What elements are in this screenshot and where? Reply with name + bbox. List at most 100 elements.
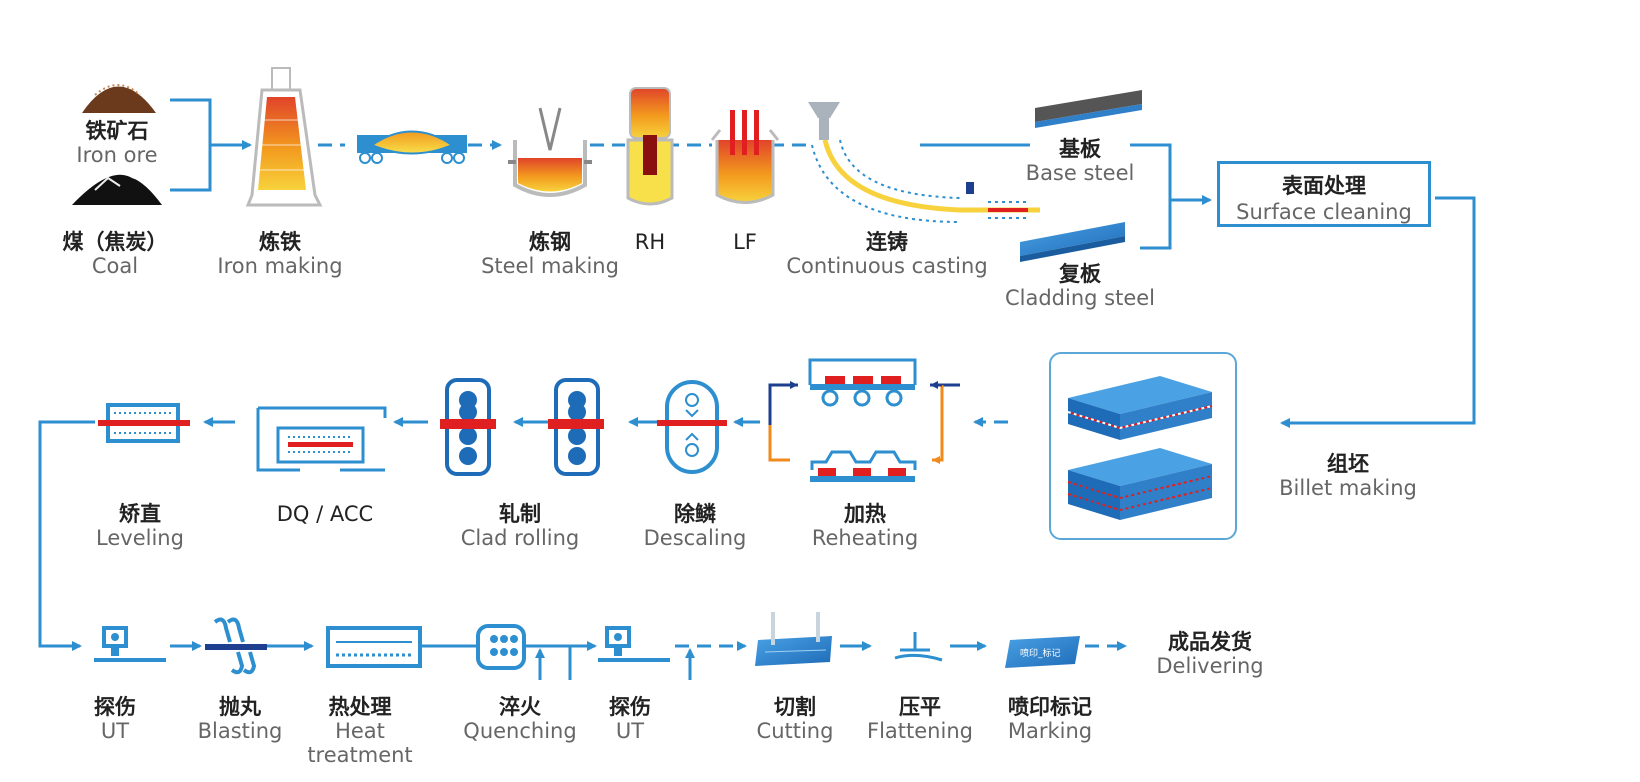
steel-making-cn: 炼钢 xyxy=(529,230,571,254)
blasting-en: Blasting xyxy=(197,719,283,744)
caster-icon xyxy=(808,102,1040,223)
blasting-icon xyxy=(205,617,267,675)
ore-pile-icon xyxy=(82,84,156,113)
billet-stack-icon xyxy=(1067,376,1213,520)
cutting-cn: 切割 xyxy=(774,695,816,719)
iron-ore-en: Iron ore xyxy=(76,143,158,168)
surface-cleaning-en: Surface cleaning xyxy=(1236,200,1412,224)
flattening-cn: 压平 xyxy=(899,695,941,719)
torpedo-car-icon xyxy=(357,130,467,164)
leveling-cn: 矫直 xyxy=(119,502,161,526)
dq-acc-text: DQ / ACC xyxy=(276,502,374,526)
delivering-en: Delivering xyxy=(1156,654,1264,679)
rh-vessel-icon xyxy=(626,87,674,206)
descaling-cn: 除鳞 xyxy=(674,502,716,526)
leveling-label: 矫直 Leveling xyxy=(70,502,210,550)
cladding-steel-en: Cladding steel xyxy=(1004,286,1156,311)
lf-text: LF xyxy=(733,230,757,254)
base-plate-icon xyxy=(1035,90,1142,128)
surface-cleaning-box: 表面处理 Surface cleaning xyxy=(1217,161,1431,227)
quenching-label: 淬火 Quenching xyxy=(445,695,595,743)
rolling-mill-icon xyxy=(440,378,604,476)
rh-label: RH xyxy=(620,230,680,254)
steel-making-en: Steel making xyxy=(481,254,619,279)
coal-en: Coal xyxy=(91,254,139,279)
iron-ore-cn: 铁矿石 xyxy=(85,119,149,143)
continuous-casting-label: 连铸 Continuous casting xyxy=(772,230,1002,278)
heat-treatment-en: Heat xyxy=(335,719,385,744)
surface-cleaning-cn: 表面处理 xyxy=(1282,174,1366,198)
lf-label: LF xyxy=(715,230,775,254)
billet-making-cn: 组坯 xyxy=(1327,452,1369,476)
marking-label: 喷印标记 Marking xyxy=(990,695,1110,743)
reheating-label: 加热 Reheating xyxy=(790,502,940,550)
leveling-en: Leveling xyxy=(96,526,184,551)
reheating-furnace-icon xyxy=(768,358,960,482)
iron-ore-label: 铁矿石 Iron ore xyxy=(62,119,172,167)
flattening-label: 压平 Flattening xyxy=(855,695,985,743)
steel-making-label: 炼钢 Steel making xyxy=(470,230,630,278)
continuous-casting-en: Continuous casting xyxy=(786,254,988,279)
marking-cn: 喷印标记 xyxy=(1008,695,1092,719)
quenching-en: Quenching xyxy=(463,719,577,744)
blast-furnace-icon xyxy=(245,67,323,207)
heat-treat-furnace-icon xyxy=(326,626,422,668)
lf-ladle-icon xyxy=(710,110,780,204)
coal-label: 煤（焦炭） Coal xyxy=(50,230,180,278)
flattening-icon xyxy=(894,632,943,662)
ut2-label: 探伤 UT xyxy=(590,695,670,743)
ut-probe-icon xyxy=(94,626,166,662)
quench-icon xyxy=(476,624,526,670)
descaler-icon xyxy=(657,380,727,474)
blasting-label: 抛丸 Blasting xyxy=(185,695,295,743)
flattening-en: Flattening xyxy=(867,719,973,744)
cutting-icon xyxy=(755,612,832,666)
continuous-casting-cn: 连铸 xyxy=(866,230,908,254)
clad-plate-icon xyxy=(1020,222,1125,262)
ut1-en: UT xyxy=(100,719,130,744)
quenching-cn: 淬火 xyxy=(499,695,541,719)
rh-text: RH xyxy=(634,230,666,254)
heat-treatment-en2: treatment xyxy=(307,743,413,768)
billet-making-label: 组坯 Billet making xyxy=(1268,452,1428,500)
ut-probe-icon-2 xyxy=(598,626,670,662)
cutting-en: Cutting xyxy=(756,719,834,744)
marking-en: Marking xyxy=(1007,719,1093,744)
coal-cn: 煤（焦炭） xyxy=(62,230,168,254)
leveler-icon xyxy=(98,403,190,443)
ut1-label: 探伤 UT xyxy=(75,695,155,743)
descaling-label: 除鳞 Descaling xyxy=(620,502,770,550)
marking-plate-icon: 喷印_标记 xyxy=(1005,636,1080,668)
reheating-cn: 加热 xyxy=(844,502,886,526)
dq-acc-label: DQ / ACC xyxy=(250,502,400,526)
billet-making-en: Billet making xyxy=(1279,476,1417,501)
iron-making-en: Iron making xyxy=(217,254,343,279)
clad-rolling-cn: 轧制 xyxy=(499,502,541,526)
cladding-steel-cn: 复板 xyxy=(1059,262,1101,286)
base-steel-label: 基板 Base steel xyxy=(1010,137,1150,185)
row2-flow-lines xyxy=(38,417,1008,651)
base-steel-cn: 基板 xyxy=(1059,137,1101,161)
heat-treatment-label: 热处理 Heat treatment xyxy=(295,695,425,767)
heat-treatment-cn: 热处理 xyxy=(328,695,392,719)
converter-icon xyxy=(508,107,592,197)
iron-making-cn: 炼铁 xyxy=(259,230,301,254)
descaling-en: Descaling xyxy=(643,526,747,551)
billet-box xyxy=(1049,352,1237,540)
coal-pile-icon xyxy=(72,174,162,205)
ut2-en: UT xyxy=(615,719,645,744)
row3-flow-lines xyxy=(170,641,1127,680)
reheating-en: Reheating xyxy=(811,526,919,551)
cladding-steel-label: 复板 Cladding steel xyxy=(990,262,1170,310)
delivering-label: 成品发货 Delivering xyxy=(1140,630,1280,678)
cutting-label: 切割 Cutting xyxy=(735,695,855,743)
ut2-cn: 探伤 xyxy=(609,695,651,719)
delivering-cn: 成品发货 xyxy=(1168,630,1252,654)
clad-rolling-label: 轧制 Clad rolling xyxy=(440,502,600,550)
marking-plate-text: 喷印_标记 xyxy=(1020,647,1061,659)
blasting-cn: 抛丸 xyxy=(219,695,261,719)
ut1-cn: 探伤 xyxy=(94,695,136,719)
base-steel-en: Base steel xyxy=(1025,161,1135,186)
